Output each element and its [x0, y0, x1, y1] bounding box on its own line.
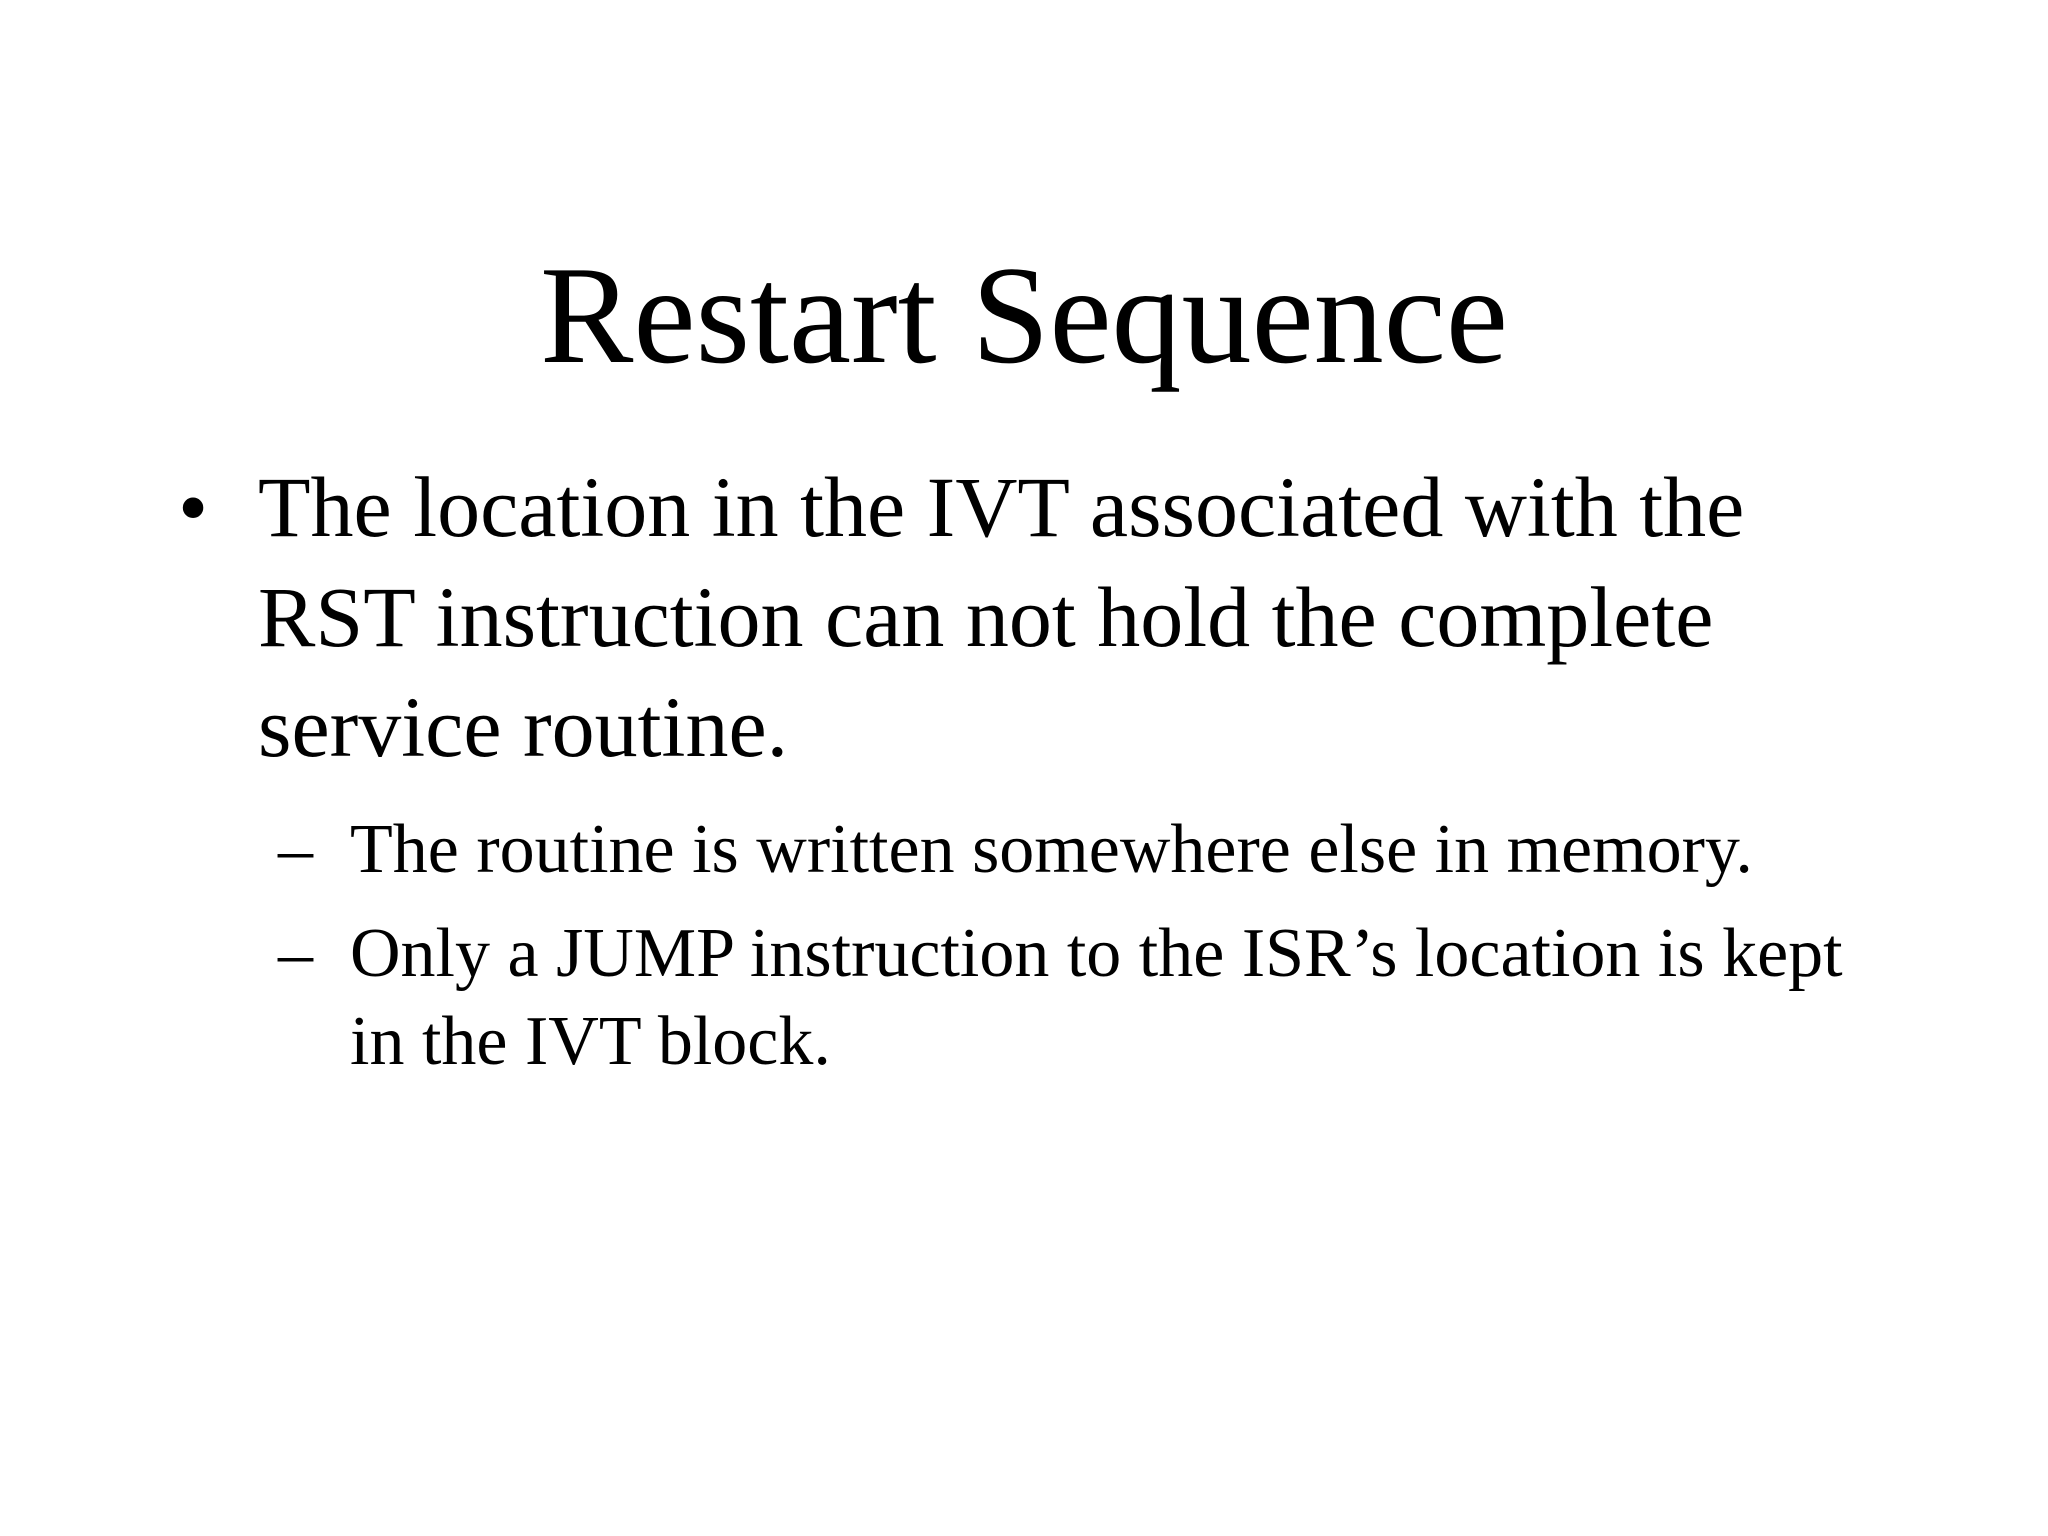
bullet-item-level1: • The location in the IVT associated wit…	[160, 452, 1860, 782]
bullet-dash-icon: –	[278, 915, 313, 992]
bullet-item-level1-label: The location in the IVT associated with …	[258, 459, 1745, 775]
bullet-dash-icon: –	[278, 811, 313, 888]
bullet-item-level2-label: Only a JUMP instruction to the ISR’s loc…	[350, 915, 1843, 1080]
slide-body: • The location in the IVT associated wit…	[160, 452, 1860, 1086]
bullet-dot-icon: •	[178, 459, 209, 555]
sub-bullet-list: – The routine is written somewhere else …	[160, 806, 1860, 1086]
bullet-item-level2-label: The routine is written somewhere else in…	[350, 811, 1753, 888]
page-title: Restart Sequence	[540, 237, 1508, 393]
bullet-item-level2: – Only a JUMP instruction to the ISR’s l…	[160, 910, 1860, 1086]
bullet-item-level2: – The routine is written somewhere else …	[160, 806, 1860, 894]
